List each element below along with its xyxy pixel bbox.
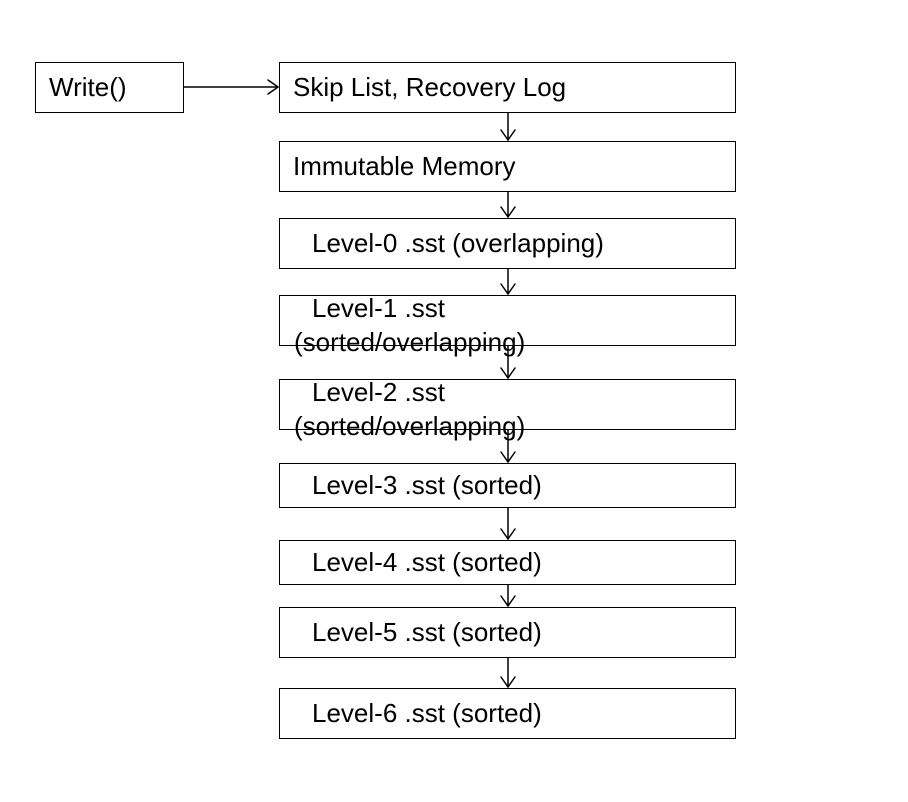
- stage-label: Level-1 .sst (sorted/overlapping): [294, 291, 525, 359]
- arrow-down-1: [500, 112, 516, 141]
- stage-label: Immutable Memory: [293, 151, 516, 181]
- skip-list-recovery-log-box: Skip List, Recovery Log: [279, 62, 736, 113]
- level-1-box: Level-1 .sst (sorted/overlapping): [279, 293, 736, 357]
- stage-label: Level-0 .sst (overlapping): [312, 228, 604, 258]
- level-3-box: Level-3 .sst (sorted): [279, 463, 736, 508]
- stage-label-line1: Level-2 .sst: [312, 377, 445, 407]
- arrow-down-2: [500, 191, 516, 218]
- arrow-down-6: [500, 507, 516, 540]
- stage-label-line2: (sorted/overlapping): [294, 411, 526, 441]
- level-4-box: Level-4 .sst (sorted): [279, 540, 736, 585]
- stage-label: Level-4 .sst (sorted): [312, 547, 542, 577]
- level-2-box: Level-2 .sst (sorted/overlapping): [279, 377, 736, 441]
- write-label: Write(): [49, 72, 127, 102]
- stage-label: Level-3 .sst (sorted): [312, 470, 542, 500]
- arrow-down-7: [500, 584, 516, 607]
- stage-label-line2: (sorted/overlapping): [294, 327, 526, 357]
- stage-label: Level-2 .sst (sorted/overlapping): [294, 375, 525, 443]
- stage-label: Skip List, Recovery Log: [293, 72, 567, 102]
- write-box: Write(): [35, 62, 184, 113]
- level-6-box: Level-6 .sst (sorted): [279, 688, 736, 739]
- immutable-memory-box: Immutable Memory: [279, 141, 736, 192]
- arrow-down-8: [500, 657, 516, 688]
- stage-label: Level-5 .sst (sorted): [312, 617, 542, 647]
- stage-label-line1: Level-1 .sst: [312, 293, 445, 323]
- level-5-box: Level-5 .sst (sorted): [279, 607, 736, 658]
- arrow-write-to-skiplist: [183, 79, 279, 95]
- level-0-box: Level-0 .sst (overlapping): [279, 218, 736, 269]
- stage-label: Level-6 .sst (sorted): [312, 698, 542, 728]
